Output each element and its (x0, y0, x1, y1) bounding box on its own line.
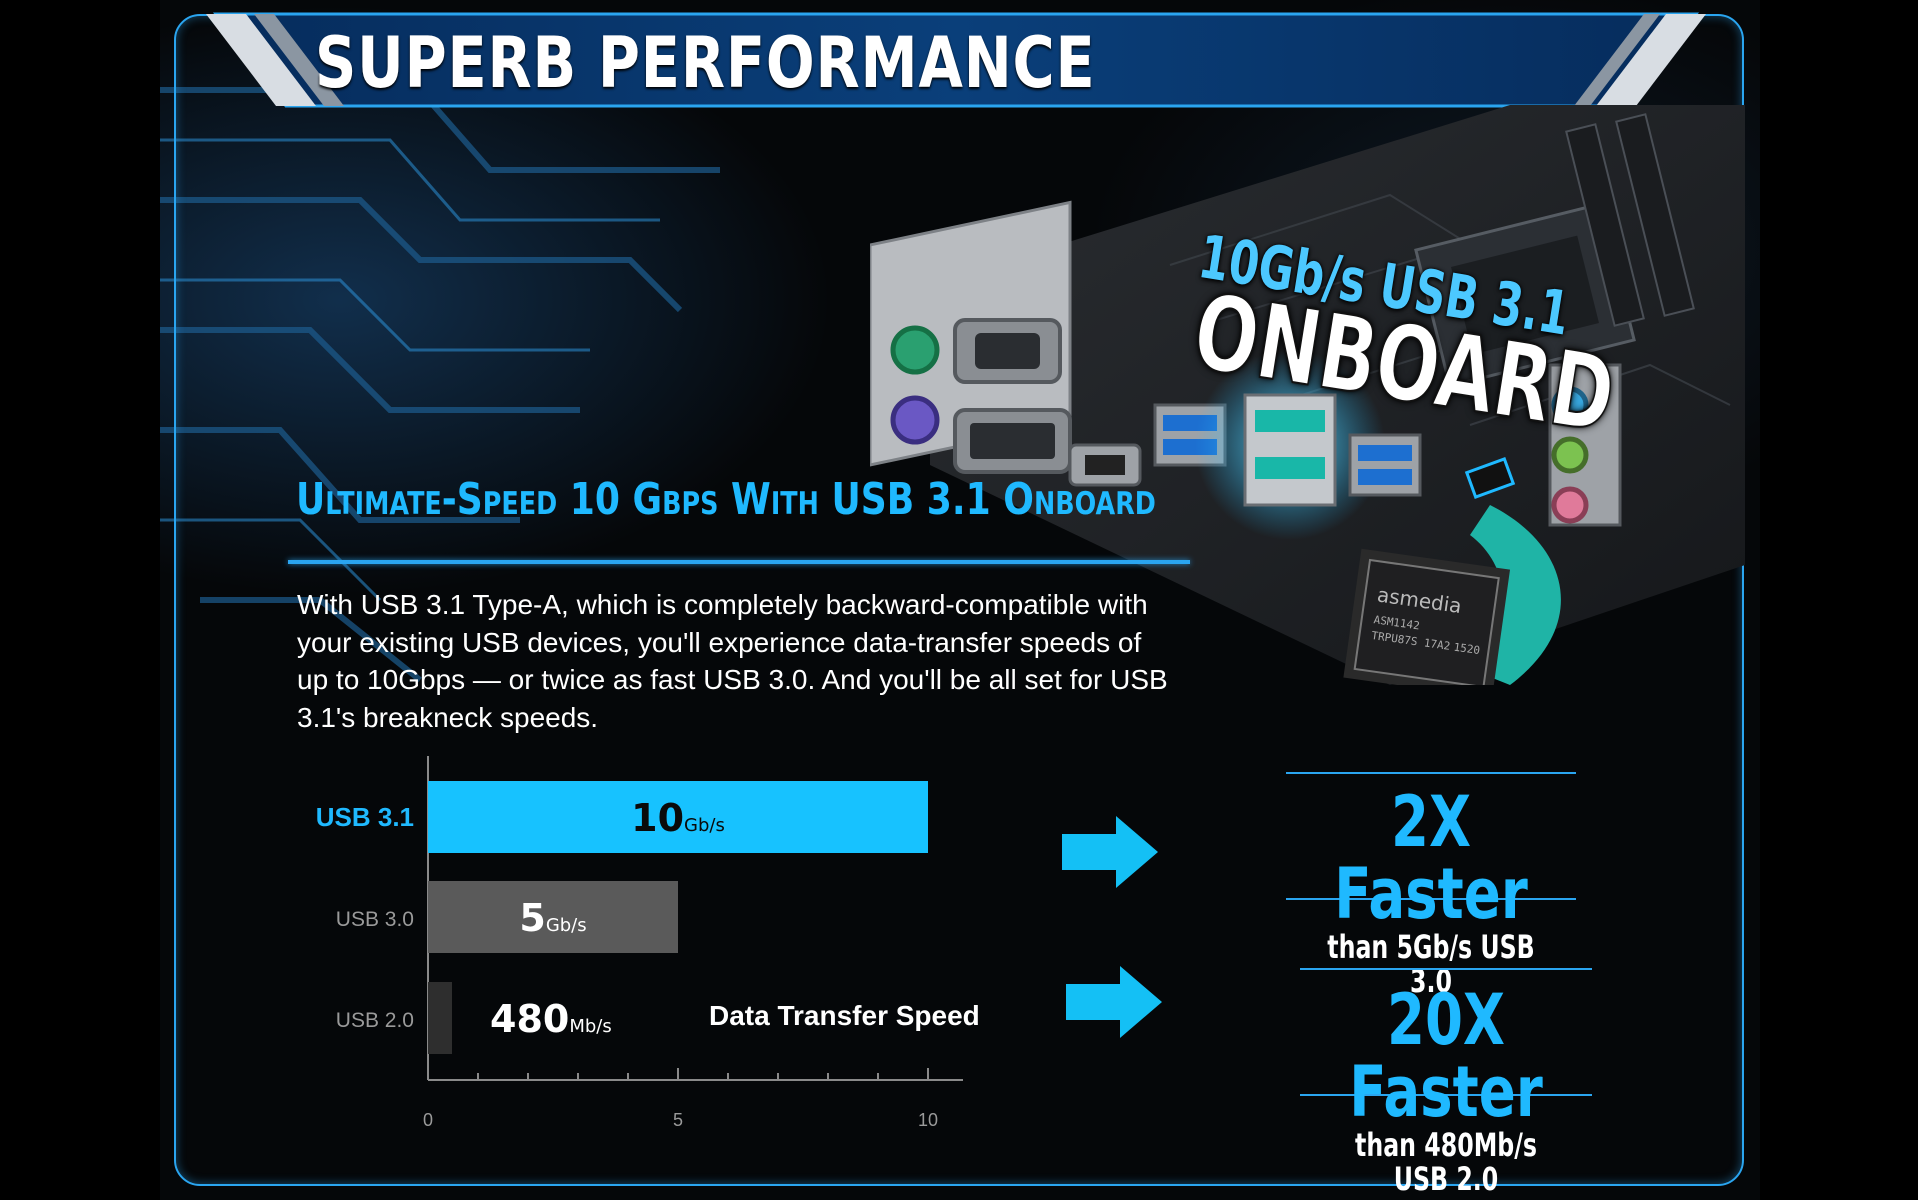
header-bar (206, 12, 1706, 108)
x-tick-label: 0 (423, 1110, 433, 1130)
bar-value-label: 10Gb/s (631, 796, 725, 840)
category-label: USB 3.1 (316, 802, 414, 832)
callout-20x-faster: 20X Faster than 480Mb/s USB 2.0 (1300, 968, 1592, 1196)
chart-title: Data Transfer Speed (709, 1000, 980, 1031)
bar-value-label: 5Gb/s (519, 896, 586, 940)
feature-headline: Ultimate-Speed 10 Gbps With USB 3.1 Onbo… (296, 474, 1156, 525)
headline-divider (288, 560, 1190, 564)
callout-2x-big: 2X Faster (1334, 781, 1528, 935)
page-title: SUPERB PERFORMANCE (315, 22, 1096, 104)
arrow-right-icon (1062, 816, 1158, 888)
bar-usb-3-1 (428, 781, 928, 853)
arrow-right-icon (1066, 966, 1162, 1038)
x-tick-label: 5 (673, 1110, 683, 1130)
bar-value-label: 480Mb/s (490, 997, 612, 1041)
bar-usb-2-0 (428, 982, 452, 1054)
motherboard-image: asmedia ASM1142 TRPU87S 17A2 1520 (870, 105, 1745, 685)
callout-2x-faster: 2X Faster than 5Gb/s USB 3.0 (1286, 772, 1576, 998)
feature-description: With USB 3.1 Type-A, which is completely… (297, 589, 1168, 733)
chip-model-label: ASM1142 (1373, 613, 1421, 632)
x-tick-label: 10 (918, 1110, 938, 1130)
bar-usb-3-0 (428, 881, 678, 953)
category-label: USB 2.0 (336, 1009, 414, 1032)
category-label: USB 3.0 (336, 908, 414, 931)
callout-20x-small: than 480Mb/s USB 2.0 (1355, 1126, 1537, 1198)
chip-code2-label: 1520 (1453, 641, 1481, 658)
left-margin (0, 0, 160, 1200)
callout-20x-big: 20X Faster (1349, 979, 1543, 1133)
background-circuit-lines (160, 87, 720, 683)
